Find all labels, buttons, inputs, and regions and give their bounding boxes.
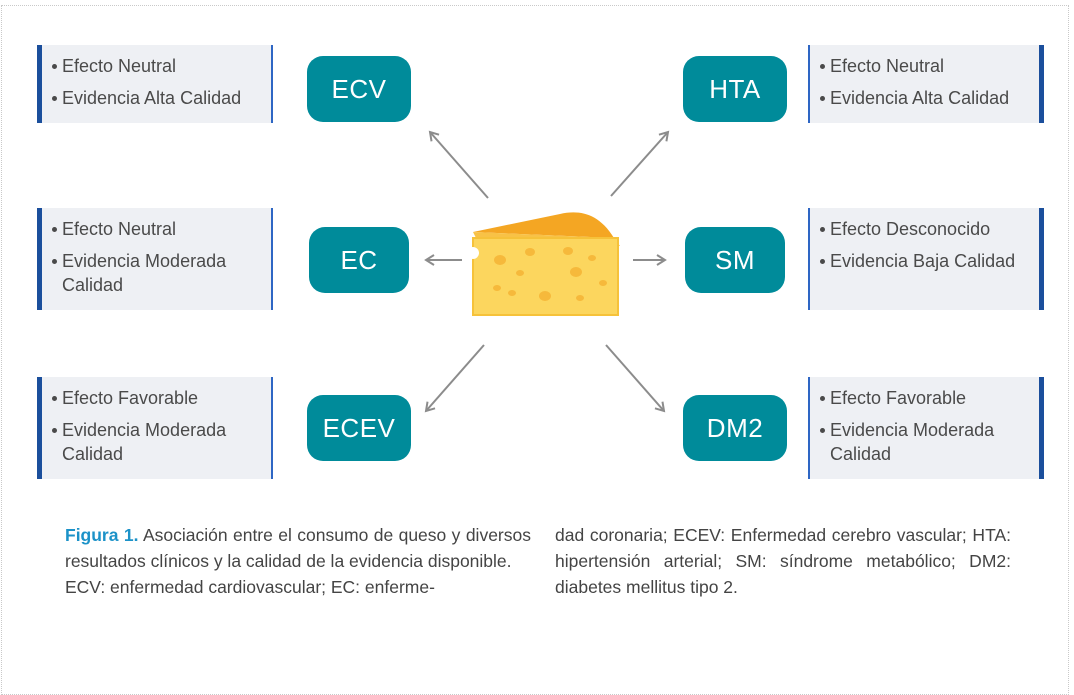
figure-abbreviations-part-1: ECV: enfermedad cardiovascular; EC: enfe…	[65, 577, 435, 597]
sm-effect: Efecto Desconocido	[820, 217, 1031, 241]
hta-evidence: Evidencia Alta Calidad	[820, 86, 1031, 110]
ec-evidence-box: Efecto Neutral Evidencia Moderada Calida…	[37, 208, 273, 310]
hta-effect: Efecto Neutral	[820, 54, 1031, 78]
arrow-to-ecev	[424, 344, 485, 413]
dm2-evidence: Evidencia Moderada Calidad	[820, 418, 1031, 466]
ec-effect: Efecto Neutral	[52, 217, 263, 241]
cheese-icon	[467, 212, 620, 316]
dm2-node: DM2	[683, 395, 787, 461]
figure-abbreviations-part-2: dad coronaria; ECEV: Enfermedad cerebro …	[555, 525, 1011, 597]
ecev-evidence: Evidencia Moderada Calidad	[52, 418, 263, 466]
ecv-effect: Efecto Neutral	[52, 54, 263, 78]
figure-caption-left: Figura 1. Asociación entre el consumo de…	[65, 522, 531, 600]
ecev-effect: Efecto Favorable	[52, 386, 263, 410]
arrow-to-dm2	[605, 344, 666, 413]
arrow-to-hta	[610, 130, 670, 197]
sm-evidence-box: Efecto Desconocido Evidencia Baja Calida…	[808, 208, 1044, 310]
ec-evidence: Evidencia Moderada Calidad	[52, 249, 263, 297]
sm-evidence: Evidencia Baja Calidad	[820, 249, 1031, 273]
figure-label: Figura 1.	[65, 525, 139, 545]
ecv-evidence: Evidencia Alta Calidad	[52, 86, 263, 110]
hta-node: HTA	[683, 56, 787, 122]
dm2-evidence-box: Efecto Favorable Evidencia Moderada Cali…	[808, 377, 1044, 479]
ecev-node: ECEV	[307, 395, 411, 461]
ec-node: EC	[309, 227, 409, 293]
diagram-connections	[424, 130, 670, 413]
ecv-node: ECV	[307, 56, 411, 122]
ecv-evidence-box: Efecto Neutral Evidencia Alta Calidad	[37, 45, 273, 123]
arrow-to-ecv	[428, 130, 489, 199]
figure-caption-right: dad coronaria; ECEV: Enfermedad cerebro …	[555, 522, 1011, 600]
ecev-evidence-box: Efecto Favorable Evidencia Moderada Cali…	[37, 377, 273, 479]
dm2-effect: Efecto Favorable	[820, 386, 1031, 410]
figure-title: Asociación entre el consumo de queso y d…	[65, 525, 531, 571]
hta-evidence-box: Efecto Neutral Evidencia Alta Calidad	[808, 45, 1044, 123]
sm-node: SM	[685, 227, 785, 293]
